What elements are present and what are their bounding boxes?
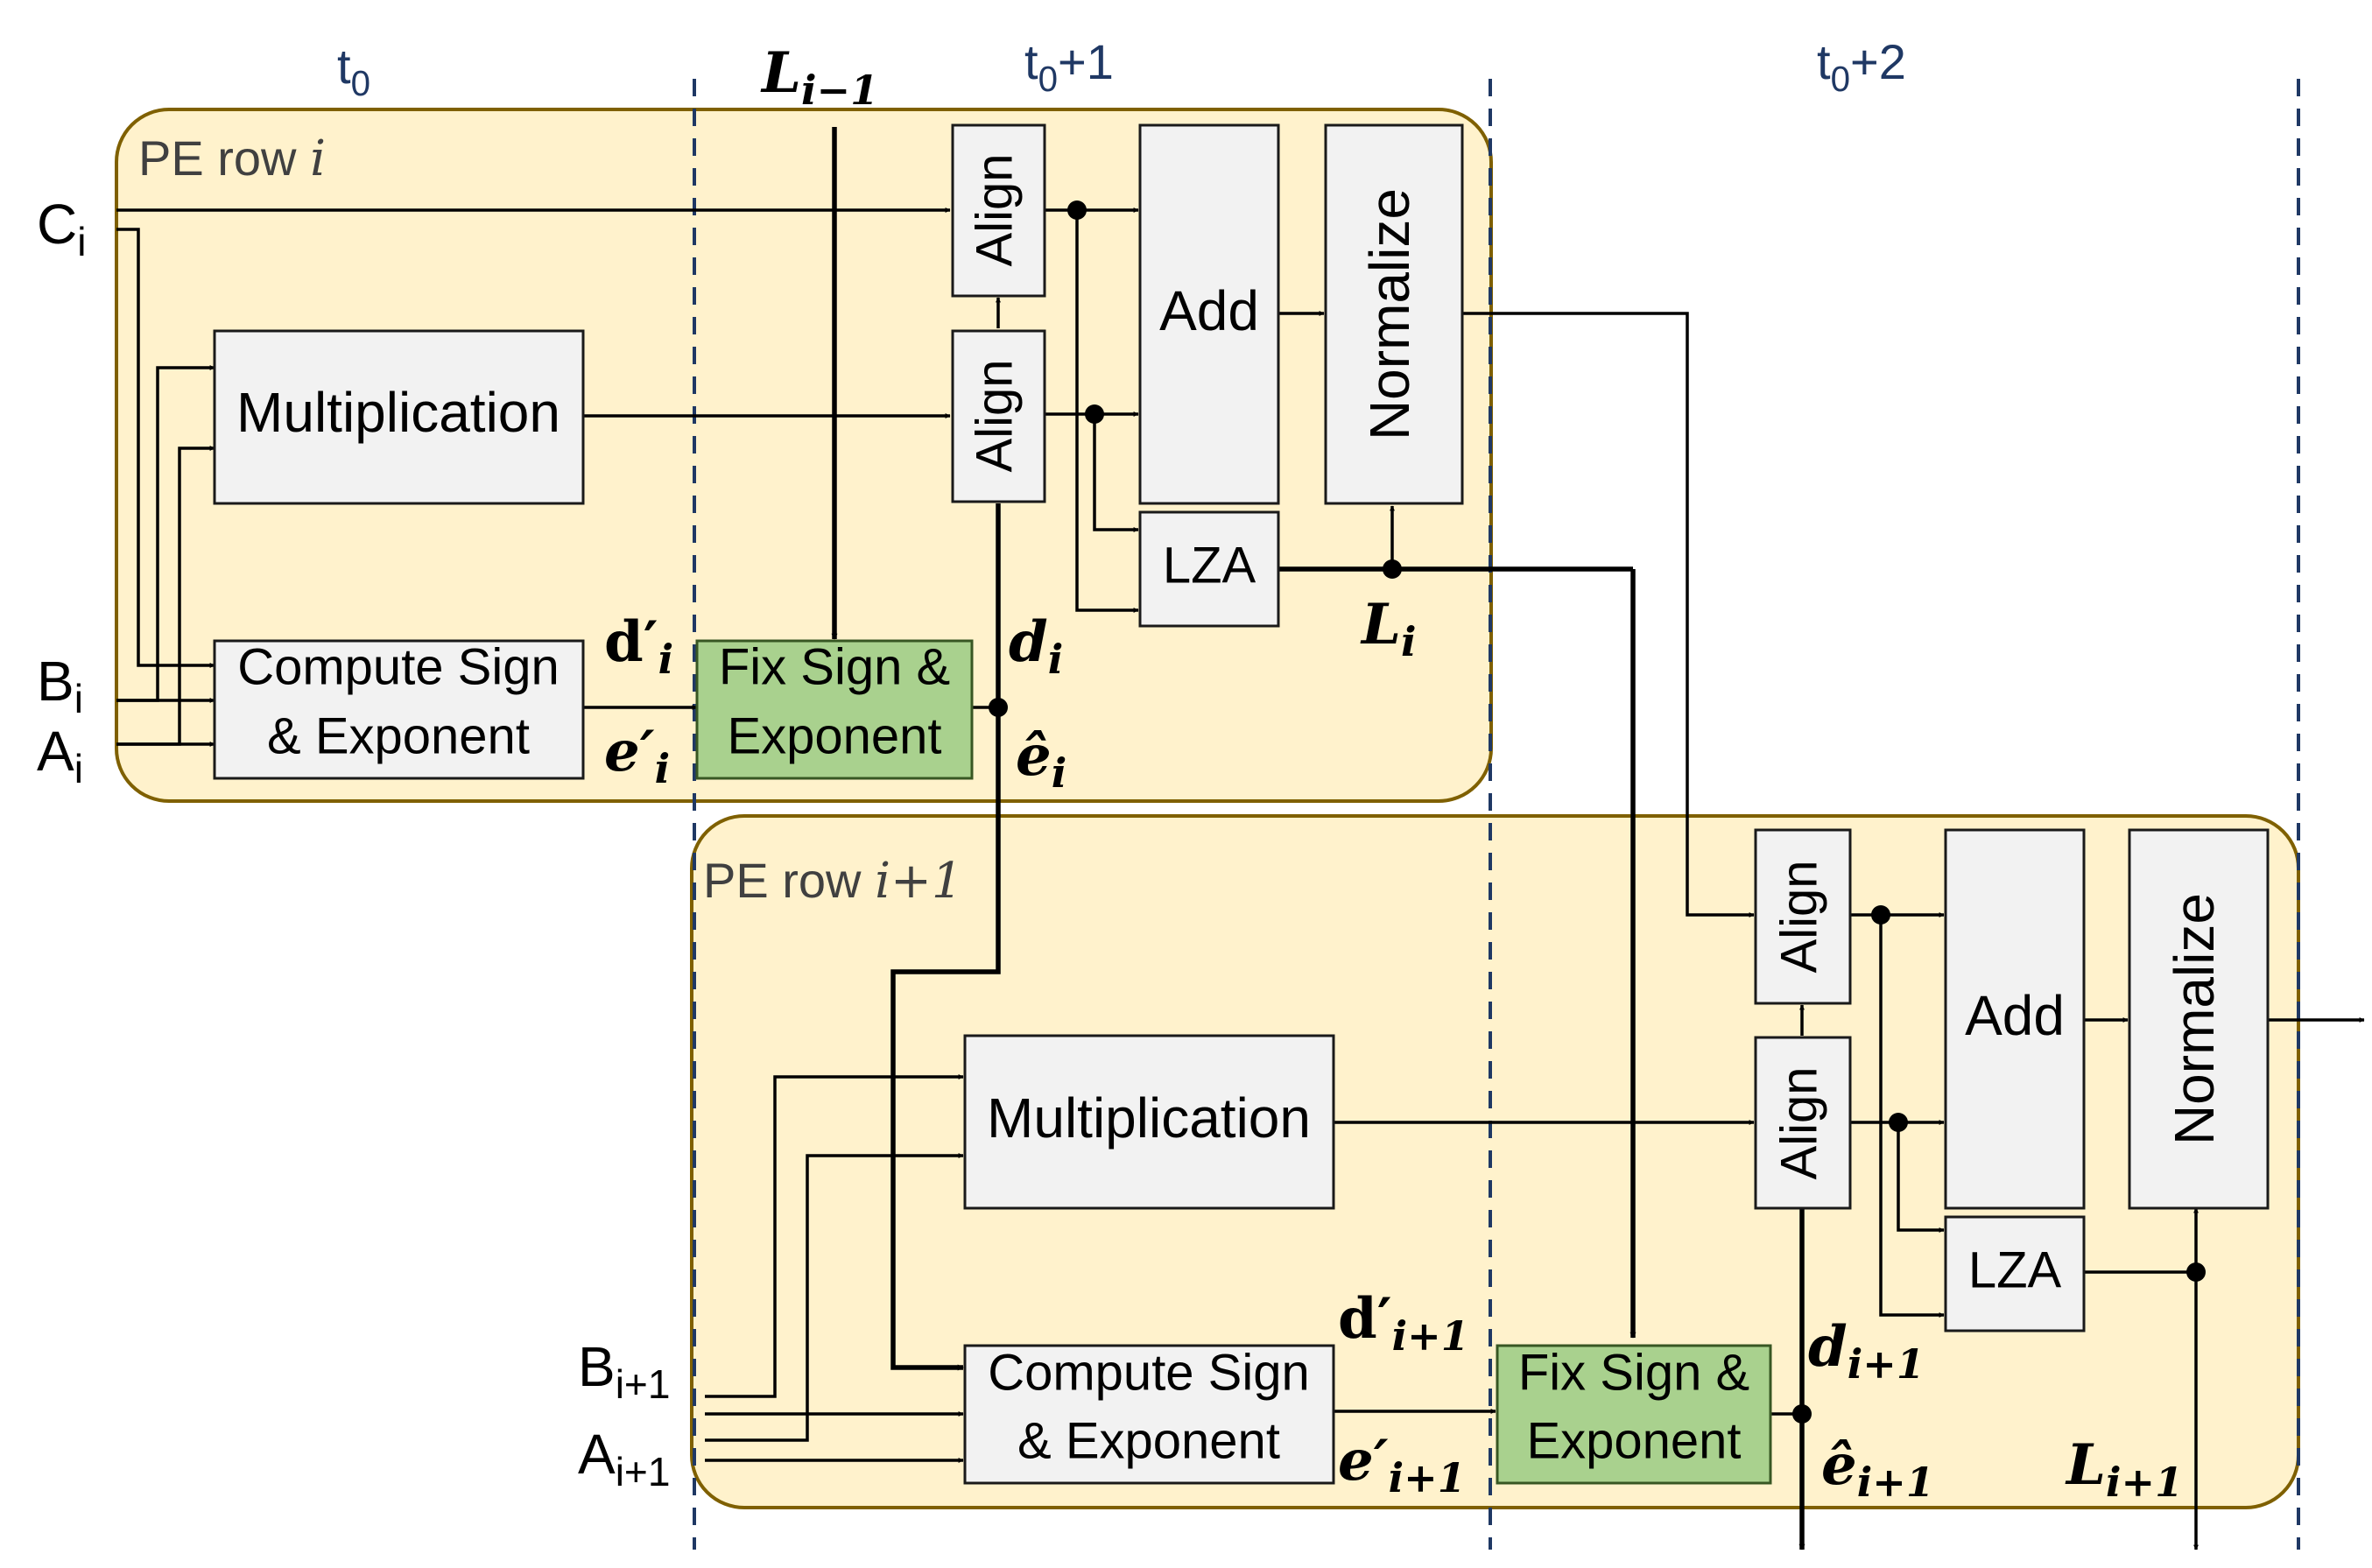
svg-text:Compute Sign: Compute Sign [988,1344,1310,1401]
svg-text:Multiplication: Multiplication [987,1086,1311,1150]
signal-l-prev-label: Li−1 [760,40,878,114]
signal-eprime-i1-label: e′i+1 [1338,1428,1466,1501]
multiplication-block-row-i: Multiplication [213,329,585,505]
add-block-row-i: Add [1138,123,1280,505]
compute-sign-exponent-block-row-i1: Compute Sign & Exponent [963,1344,1335,1485]
svg-text:LZA: LZA [1163,537,1256,594]
wire-align3-lza [1897,1122,1945,1233]
fix-sign-exponent-block-row-i: Fix Sign & Exponent [695,638,974,780]
align-block-bottom-row-i: Align [951,329,1046,503]
signal-li1-label: Li+1 [2065,1432,2183,1506]
svg-text:Fix Sign &: Fix Sign & [719,638,950,695]
wire-align4-lza [1879,915,1945,1318]
time-label-t0-plus-1: t0+1 [1024,34,1114,99]
signal-ehat-i1-label: êi+1 [1821,1432,1934,1506]
time-label-t0: t0 [337,39,370,103]
svg-text:Align: Align [1770,861,1827,974]
svg-text:Exponent: Exponent [1526,1412,1741,1469]
wire-ci-compute [116,228,215,668]
svg-text:Compute Sign: Compute Sign [237,638,560,695]
signal-li-label: Li [1360,592,1417,665]
junction-dot [1383,559,1402,579]
compute-sign-exponent-block-row-i: Compute Sign & Exponent [213,638,585,780]
add-block-row-i1: Add [1944,828,2086,1210]
pe-row-i-label: PE row i [138,130,326,187]
fix-sign-exponent-block-row-i1: Fix Sign & Exponent [1496,1344,1772,1485]
svg-text:& Exponent: & Exponent [1017,1412,1280,1469]
svg-text:Normalize: Normalize [1358,188,1421,440]
lza-block-row-i1: LZA [1944,1215,2086,1332]
wire-normalize-next-align [1462,312,1755,918]
multiplication-block-row-i1: Multiplication [963,1034,1335,1210]
svg-text:& Exponent: & Exponent [267,707,530,764]
wire-di-next-compute [890,503,1001,1371]
junction-dot [1889,1113,1908,1132]
svg-text:Align: Align [1770,1067,1827,1180]
signal-dprime-i-label: d′i [604,609,673,683]
wire-align-lza-lower [1075,210,1139,613]
svg-text:Align: Align [966,360,1023,473]
wire-ai1-mult [705,1153,964,1442]
wire-bi-mult [116,365,215,702]
wire-bi1-mult [705,1074,964,1398]
junction-dot [2186,1262,2206,1282]
signal-dprime-i1-label: d′i+1 [1338,1286,1469,1360]
junction-dot [1871,905,1890,925]
time-label-t0-plus-2: t0+2 [1817,34,1906,99]
signal-eprime-i-label: e′i [604,719,670,792]
lza-block-row-i: LZA [1138,510,1280,628]
wire-align2-lza-upper [1093,414,1139,532]
signal-di-label: di [1009,609,1063,683]
svg-text:Exponent: Exponent [727,707,941,764]
input-bi1-label: Bi+1 [578,1335,670,1407]
normalize-block-row-i: Normalize [1324,123,1464,505]
junction-dot [1085,404,1104,424]
svg-text:Fix Sign &: Fix Sign & [1518,1344,1749,1401]
align-block-top-row-i1: Align [1754,828,1852,1005]
svg-text:Add: Add [1159,279,1259,342]
pe-row-i1-label: PE row i+1 [703,853,963,910]
input-ai-label: Ai [37,720,83,791]
signal-ehat-i-label: êi [1016,723,1066,797]
input-bi-label: Bi [37,650,83,721]
align-block-top-row-i: Align [951,123,1046,298]
svg-text:Multiplication: Multiplication [236,381,560,444]
align-block-bottom-row-i1: Align [1754,1036,1852,1210]
normalize-block-row-i1: Normalize [2128,828,2270,1210]
signal-di1-label: di+1 [1808,1314,1925,1388]
junction-dot [1792,1404,1812,1424]
svg-text:Add: Add [1965,984,2065,1047]
wire-ai-mult [116,446,215,746]
svg-text:LZA: LZA [1968,1241,2062,1298]
input-ai1-label: Ai+1 [578,1423,670,1494]
svg-text:Align: Align [966,154,1023,267]
svg-text:Normalize: Normalize [2163,893,2226,1145]
input-ci-label: Ci [37,193,86,264]
junction-dot [1067,200,1087,220]
junction-dot [989,698,1008,717]
